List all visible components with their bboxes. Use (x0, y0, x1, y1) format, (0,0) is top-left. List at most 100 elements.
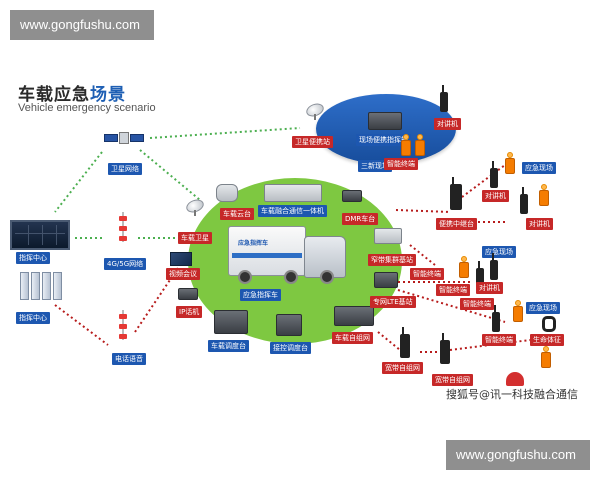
portable-box-icon (368, 112, 402, 130)
label-sat-portable: 卫星便携站 (292, 136, 333, 148)
label-walkie-1: 对讲机 (482, 190, 509, 202)
link-narrow-smart (409, 244, 436, 266)
walkie-icon (492, 305, 500, 332)
label-walkie-2: 对讲机 (526, 218, 553, 230)
worker-head (461, 256, 467, 262)
server-unit (31, 272, 40, 300)
worker-head (507, 152, 513, 158)
label-touch-console: 接控调度台 (270, 342, 311, 354)
label-command-center-2: 指挥中心 (16, 312, 50, 324)
ad-hoc-unit-icon (334, 306, 374, 326)
worker-body (459, 262, 469, 278)
worker-icon (512, 300, 524, 322)
server-unit (53, 272, 62, 300)
label-smart-terminal-1: 智能终端 (384, 158, 418, 170)
label-dmr-station: DMR车台 (342, 213, 379, 225)
label-private-lte: 专网LTE基站 (370, 296, 416, 308)
link-lte-terminal-2 (397, 289, 506, 323)
server-rack-icon (20, 272, 70, 300)
worker-icon (504, 152, 516, 174)
overlay-caption: 搜狐号@讯一科技融合通信 (446, 388, 578, 401)
label-emergency-site-1: 应急现场 (522, 162, 556, 174)
truck-stripe (232, 253, 302, 258)
title-cn: 车载应急场景 (18, 80, 126, 105)
worker-icon (538, 184, 550, 206)
label-vehicle-satellite: 车载卫星 (178, 232, 212, 244)
fusion-unit-icon (264, 184, 322, 202)
ptz-camera-icon (216, 184, 238, 202)
walkie-icon (476, 261, 484, 288)
label-broadband-1: 宽带自组网 (382, 362, 423, 374)
link-sat-portable (149, 127, 301, 139)
label-vehicle-ptz: 车载云台 (220, 208, 254, 220)
link-vehicle-relay (395, 209, 451, 213)
label-command-vehicle: 应急指挥车 (240, 289, 281, 301)
relay-station-icon (450, 177, 462, 210)
worker-body (539, 190, 549, 206)
walkie-icon (490, 161, 498, 188)
tower-seg (119, 216, 127, 221)
label-smart-terminal-3: 智能终端 (436, 284, 470, 296)
monitor-cells (15, 225, 65, 245)
tower-seg (119, 314, 127, 319)
satellite-icon (104, 128, 144, 150)
worker-icon (458, 256, 470, 278)
label-walkie-top: 对讲机 (434, 118, 461, 130)
solar-panel-left (104, 134, 118, 142)
monitor-wall-icon (10, 220, 70, 250)
worker-head (543, 346, 549, 352)
broadband-node-icon (440, 333, 450, 364)
label-emergency-site-3: 应急现场 (526, 302, 560, 314)
walkie-icon (520, 187, 528, 214)
label-portable-relay: 便携中继台 (436, 218, 477, 230)
truck-wheel (238, 270, 252, 284)
link-adhoc-broadband (377, 331, 401, 351)
label-dispatch-console: 车载调度台 (208, 340, 249, 352)
label-command-center-1: 指挥中心 (16, 252, 50, 264)
video-conf-screen-icon (170, 252, 192, 266)
label-ad-hoc-vehicle: 车载自组网 (332, 332, 373, 344)
satellite-dish-icon (304, 101, 326, 120)
vehicle-dish-icon (184, 197, 206, 216)
worker-head (541, 184, 547, 190)
lte-station-icon (374, 272, 398, 288)
satellite-core (119, 132, 129, 144)
tower-seg (119, 324, 127, 329)
walkie-icon (490, 253, 498, 280)
title-en: Vehicle emergency scenario (18, 102, 156, 114)
ip-phone-icon (178, 288, 198, 300)
truck-wheel (320, 270, 334, 284)
worker-icon (400, 134, 412, 156)
link-sat-vehicle (139, 149, 201, 201)
broadband-node-icon (400, 327, 410, 358)
worker-head (417, 134, 423, 140)
title-cn-accent: 场景 (90, 85, 126, 105)
dish-stand (194, 210, 196, 216)
worker-body (401, 140, 411, 156)
label-ip-phone: IP话机 (176, 306, 203, 318)
worker-head (403, 134, 409, 140)
dispatch-console-icon (214, 310, 248, 334)
command-truck-body (228, 226, 306, 276)
worker-icon (540, 346, 552, 368)
label-smart-terminal-4: 智能终端 (460, 298, 494, 310)
worker-body (505, 158, 515, 174)
label-three-sites: 三新现场 (358, 160, 392, 172)
watermark-top: www.gongfushu.com (10, 10, 154, 40)
label-vehicle-fusion: 车载融合通信一体机 (258, 205, 327, 217)
worker-body (415, 140, 425, 156)
green-links (54, 127, 301, 239)
label-4g5g-network: 4G/5G网络 (104, 258, 147, 270)
label-vital-signs: 生命体征 (530, 334, 564, 346)
solar-panel-right (130, 134, 144, 142)
dish-stand (314, 114, 316, 120)
label-smart-terminal-2: 智能终端 (410, 268, 444, 280)
link-command-phone (54, 304, 109, 346)
label-broadband-2: 宽带自组网 (432, 374, 473, 386)
tower-phone-icon (118, 310, 128, 340)
tower-seg (119, 226, 127, 231)
alarm-light-icon (506, 372, 524, 386)
truck-wheel (284, 270, 298, 284)
tower-4g-icon (118, 212, 128, 242)
server-unit (42, 272, 51, 300)
